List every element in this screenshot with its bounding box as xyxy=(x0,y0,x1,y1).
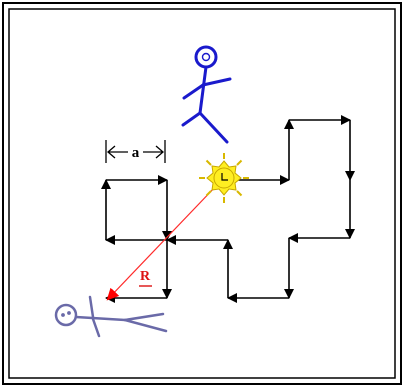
standing-figure-arm-right xyxy=(201,77,232,87)
standing-figure-head xyxy=(194,45,218,69)
displacement-vector: R xyxy=(106,184,218,301)
standing-figure-arm-left xyxy=(182,83,205,100)
standing-figure xyxy=(181,45,232,144)
sun-icon xyxy=(199,153,249,203)
frame-inner xyxy=(8,8,396,379)
sun-core xyxy=(213,167,235,189)
frame xyxy=(2,2,402,385)
spacing-dimension: a xyxy=(105,140,166,163)
standing-figure-eye xyxy=(201,52,211,62)
dimension-arrow-left xyxy=(107,145,128,159)
fallen-figure-eye xyxy=(67,311,71,315)
fallen-figure-arm-up xyxy=(88,295,95,319)
fallen-figure-body xyxy=(74,315,127,322)
fallen-figure-leg-upper xyxy=(123,312,165,322)
dimension-arrow-right xyxy=(143,145,164,159)
fallen-figure xyxy=(54,295,168,338)
displacement-arrow xyxy=(106,184,218,301)
sun-face xyxy=(221,173,228,181)
fallen-figure-head xyxy=(54,303,78,327)
displacement-label: R xyxy=(140,269,151,284)
sun-rays xyxy=(199,153,249,203)
standing-figure-leg-left xyxy=(181,111,202,127)
spacing-label: a xyxy=(132,145,140,161)
fallen-figure-eye xyxy=(61,313,65,317)
frame-outer xyxy=(2,2,402,385)
fallen-figure-leg-lower xyxy=(123,318,168,333)
standing-figure-body xyxy=(198,65,208,115)
standing-figure-leg-right xyxy=(198,111,229,144)
fallen-figure-arm-down xyxy=(91,317,101,338)
